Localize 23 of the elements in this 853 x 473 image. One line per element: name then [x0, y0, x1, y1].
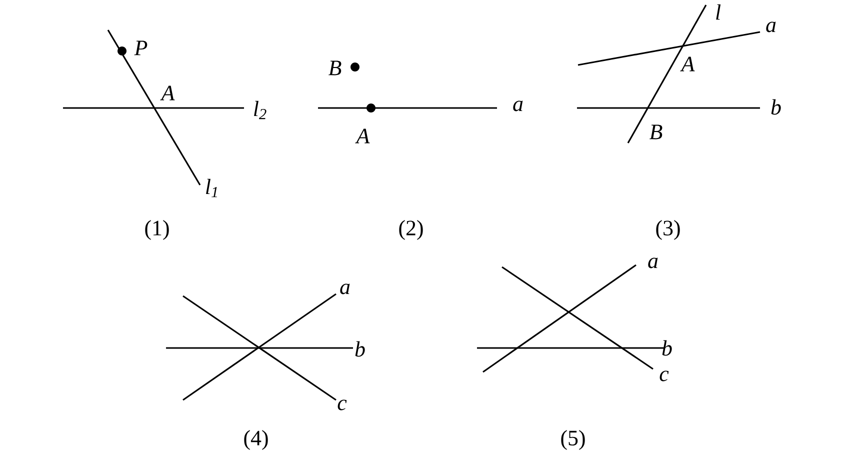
line-label: l$_{1}$: [206, 178, 217, 198]
figure-number: (3): [656, 220, 680, 240]
point-label: A: [355, 128, 370, 144]
figure-number: (4): [244, 430, 268, 450]
point-label: B: [328, 60, 342, 76]
point-label: B: [650, 124, 662, 140]
line-label: b: [771, 99, 781, 115]
line-label: b: [662, 340, 672, 356]
line-label: b: [355, 341, 365, 357]
line-label: a: [340, 284, 350, 294]
line-label: a: [766, 22, 776, 32]
line-label: c: [338, 400, 347, 410]
figure-number: (1): [145, 220, 169, 240]
point-label: A: [160, 86, 175, 100]
point-label: A: [680, 56, 695, 72]
line-label: l$_{2}$: [254, 100, 266, 120]
figure-number: (2): [399, 220, 423, 240]
figure-number: (5): [561, 430, 585, 450]
line-label: c: [660, 370, 669, 382]
point-label: P: [134, 40, 148, 56]
line-label: a: [648, 258, 658, 268]
line-label: l: [716, 4, 721, 20]
line-label: a: [513, 100, 523, 112]
